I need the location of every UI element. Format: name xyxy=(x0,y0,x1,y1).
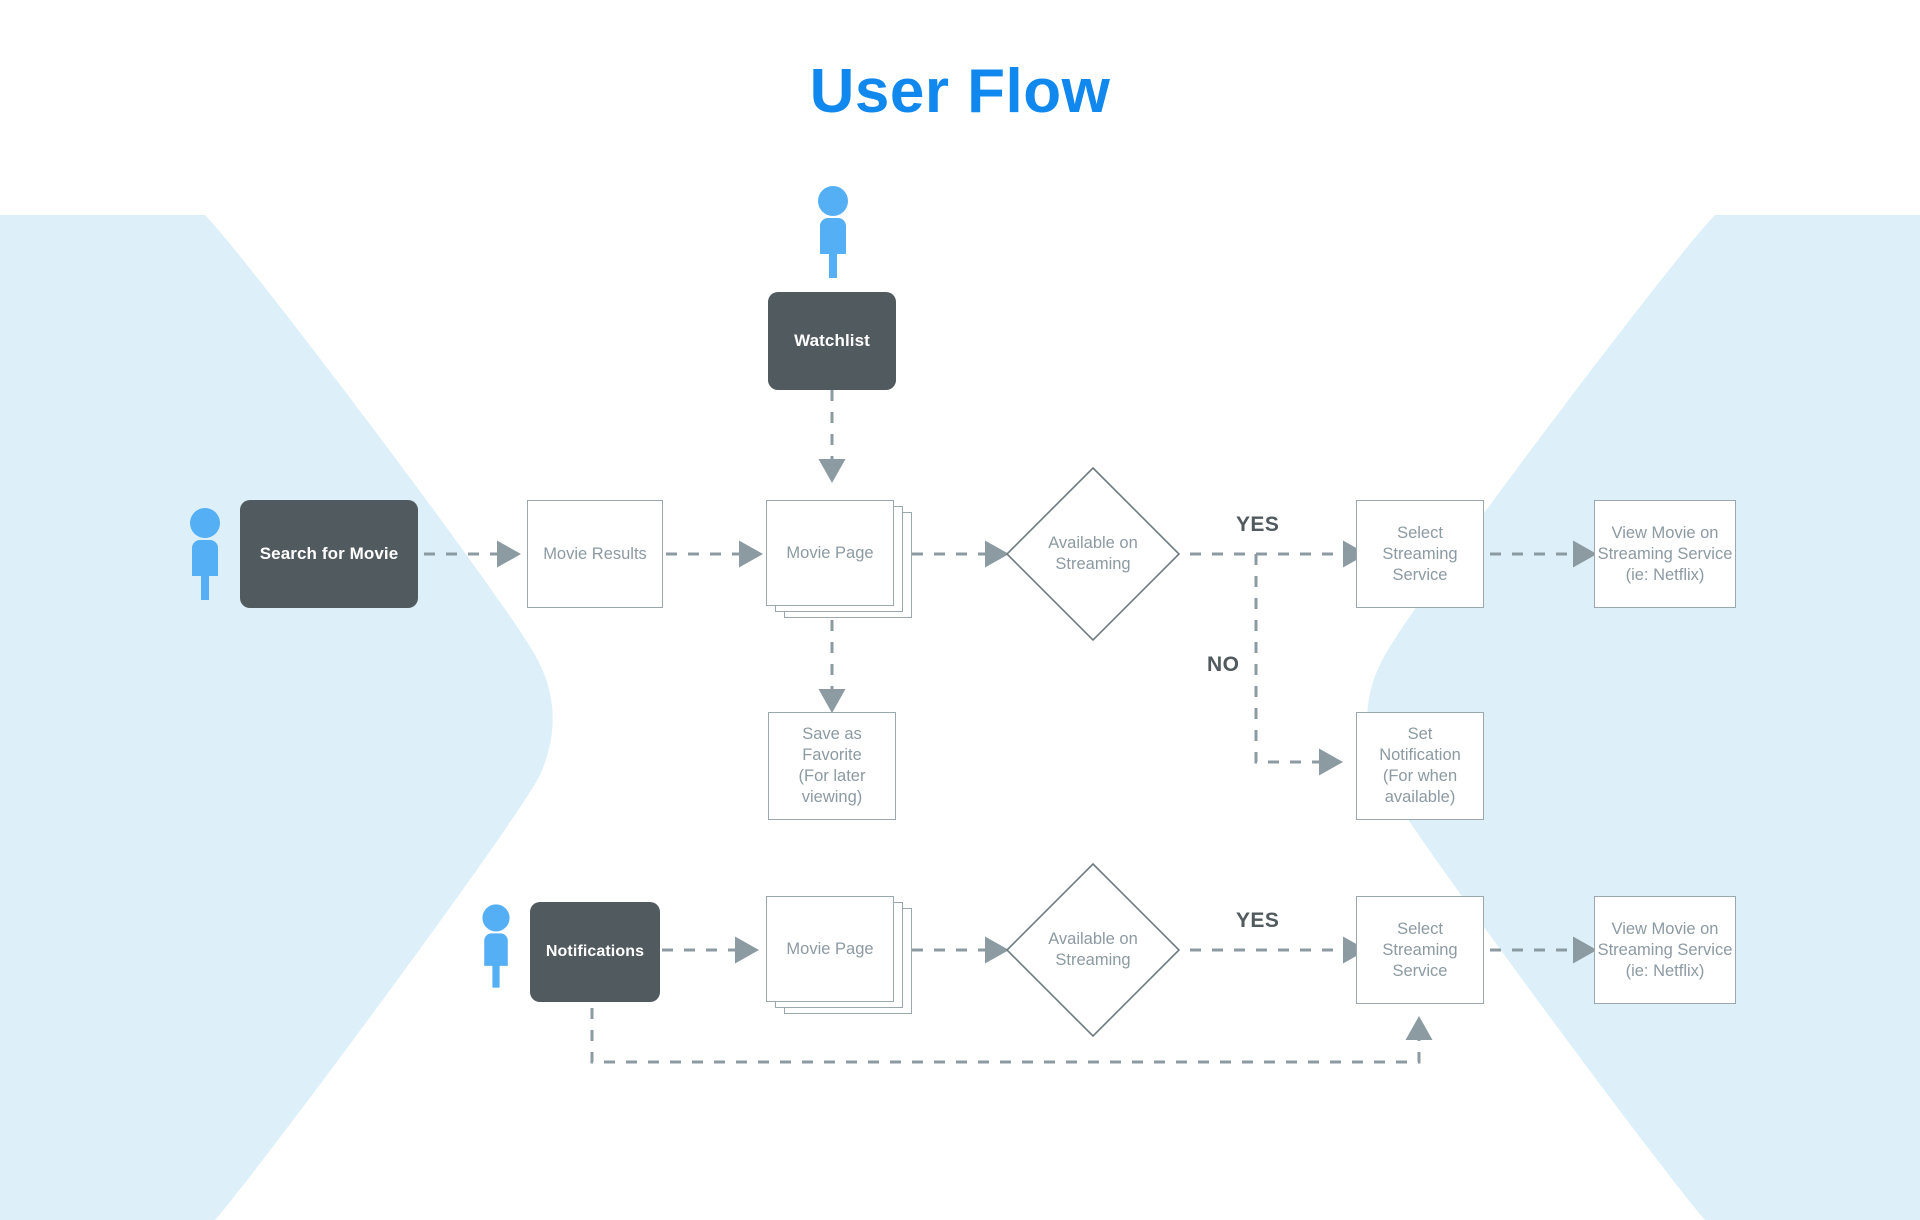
node-movie-results[interactable]: Movie Results xyxy=(527,500,663,608)
node-select-streaming-service-top-label: Select Streaming Service xyxy=(1382,523,1458,584)
node-select-streaming-service-bottom[interactable]: Select Streaming Service xyxy=(1356,896,1484,1004)
node-notifications-label: Notifications xyxy=(545,943,645,960)
stack-sheet-front: Movie Page xyxy=(766,500,894,606)
node-watchlist-label: Watchlist xyxy=(794,331,870,350)
node-available-on-streaming-top[interactable]: Available on Streaming xyxy=(1005,466,1181,642)
node-movie-page-bottom[interactable]: Movie Page xyxy=(766,896,912,1014)
node-set-notification[interactable]: Set Notification (For when available) xyxy=(1356,712,1484,820)
node-view-movie-top[interactable]: View Movie on Streaming Service (ie: Net… xyxy=(1594,500,1736,608)
node-notifications[interactable]: Notifications xyxy=(530,902,660,1002)
wire-feedback-loop xyxy=(590,1008,1433,1064)
node-select-streaming-service-top[interactable]: Select Streaming Service xyxy=(1356,500,1484,608)
stack-sheet-front: Movie Page xyxy=(766,896,894,1002)
page-title: User Flow xyxy=(809,57,1111,126)
node-set-notification-label: Set Notification (For when available) xyxy=(1379,725,1461,806)
person-icon-search xyxy=(190,508,220,600)
node-movie-page-top[interactable]: Movie Page xyxy=(766,500,912,618)
node-search-for-movie-label: Search for Movie xyxy=(259,544,399,563)
person-icon-notifications xyxy=(482,904,510,988)
node-save-as-favorite-label: Save as Favorite (For later viewing) xyxy=(798,725,866,806)
node-movie-results-label: Movie Results xyxy=(543,544,647,563)
node-view-movie-top-label: View Movie on Streaming Service (ie: Net… xyxy=(1597,523,1733,584)
node-view-movie-bottom[interactable]: View Movie on Streaming Service (ie: Net… xyxy=(1594,896,1736,1004)
node-view-movie-bottom-label: View Movie on Streaming Service (ie: Net… xyxy=(1597,919,1733,980)
diamond-shape-top xyxy=(1005,466,1181,642)
node-movie-page-bottom-label: Movie Page xyxy=(786,939,874,958)
branch-label-yes-top: YES xyxy=(1236,513,1280,536)
diamond-shape-bottom xyxy=(1005,862,1181,1038)
branch-label-yes-bottom: YES xyxy=(1236,909,1280,932)
node-available-on-streaming-bottom[interactable]: Available on Streaming xyxy=(1005,862,1181,1038)
branch-label-no-top: NO xyxy=(1207,653,1240,676)
node-search-for-movie[interactable]: Search for Movie xyxy=(240,500,418,608)
node-select-streaming-service-bottom-label: Select Streaming Service xyxy=(1382,919,1458,980)
node-save-as-favorite[interactable]: Save as Favorite (For later viewing) xyxy=(768,712,896,820)
node-watchlist[interactable]: Watchlist xyxy=(768,292,896,390)
node-movie-page-top-label: Movie Page xyxy=(786,543,874,562)
person-icon-watchlist xyxy=(818,186,848,278)
wire-no-branch xyxy=(1254,554,1343,776)
